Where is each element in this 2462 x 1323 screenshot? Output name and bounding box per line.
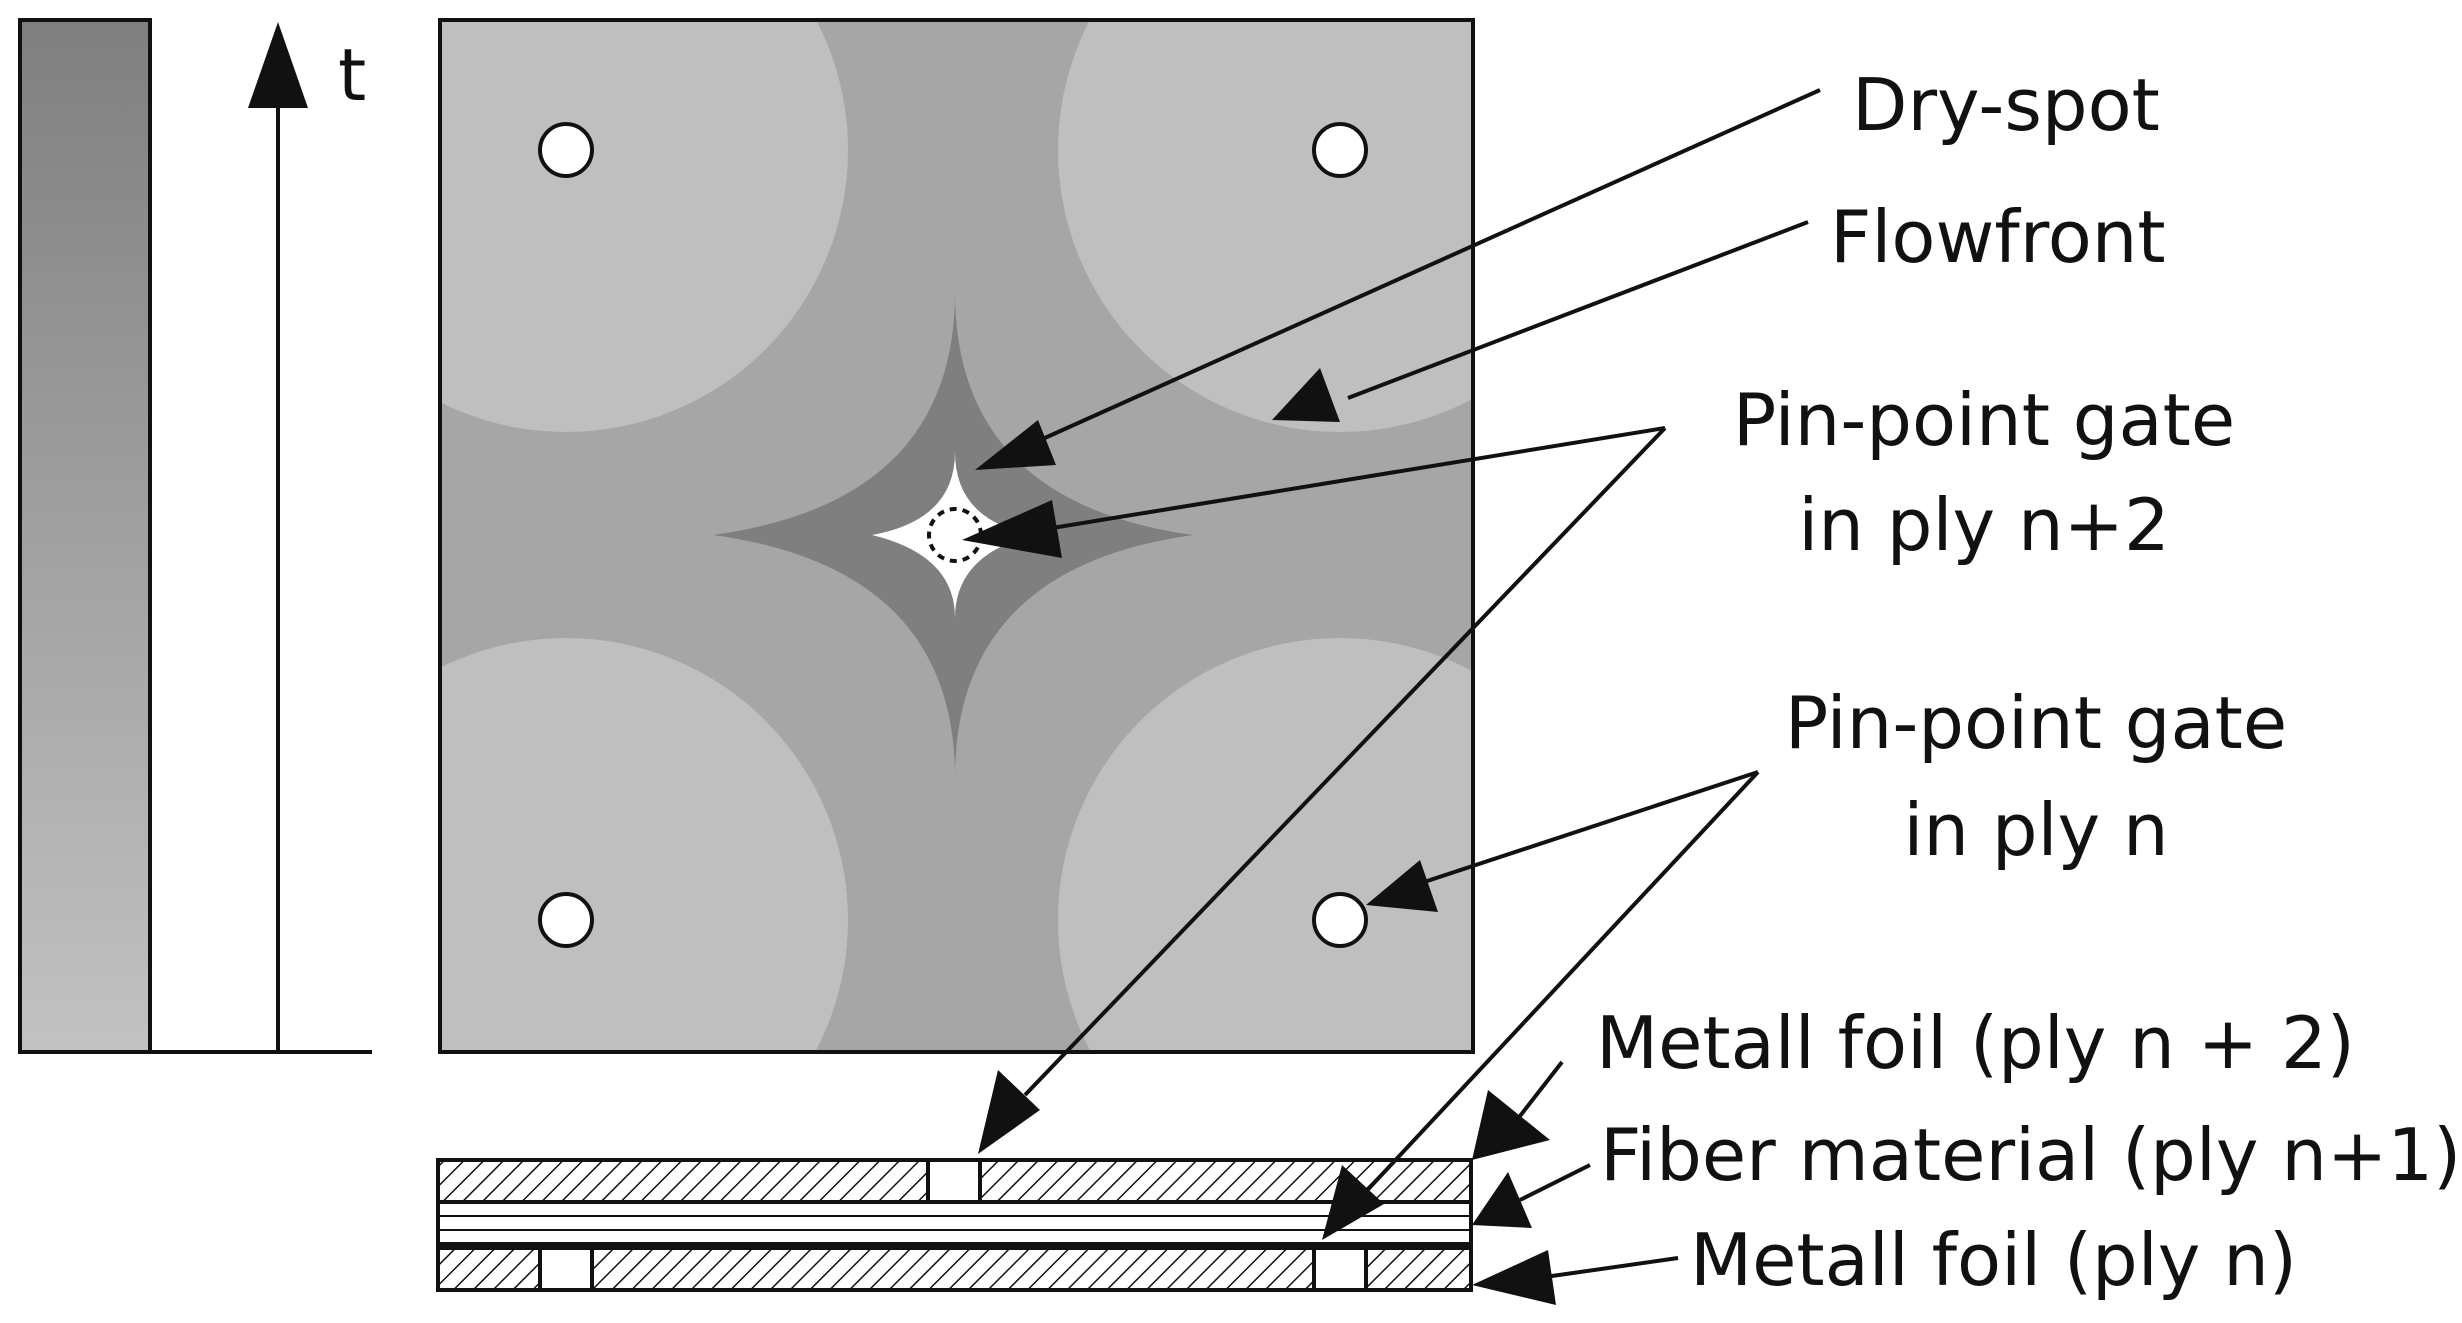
gate-ply-n-marker-top-left <box>538 122 594 178</box>
foil-top-leader <box>1518 1060 1564 1118</box>
flow-stage-regions <box>440 20 1473 1052</box>
fiber-material-layer <box>436 1200 1473 1246</box>
gate-n-stack-arrowhead-icon <box>1322 1165 1384 1240</box>
gate-n2-leader-to-stack <box>1023 426 1667 1097</box>
gate-n-leader-to-plate <box>1414 770 1759 887</box>
layer-stack <box>436 1158 1473 1292</box>
fiber-arrowhead-icon <box>1472 1172 1532 1228</box>
dry-spot-region <box>872 452 1033 618</box>
time-axis-label: t <box>338 33 366 117</box>
dry-spot-arrowhead-icon <box>975 420 1056 470</box>
label-gate-n-line2: in ply n <box>1903 788 2168 872</box>
label-gate-n2-line1: Pin-point gate <box>1733 378 2235 462</box>
time-axis-arrowhead-icon <box>248 22 308 108</box>
flow-region-top-right <box>1058 20 1473 432</box>
flow-region-top-left <box>440 20 848 432</box>
labels: Dry-spot Flowfront Pin-point gate in ply… <box>1596 63 2461 1302</box>
gate-ply-n-marker-bottom-left <box>538 892 594 948</box>
gate-opening-ply-n2 <box>926 1158 982 1204</box>
foil-bottom-leader <box>1537 1256 1679 1280</box>
foil-top-arrowhead-icon <box>1472 1090 1550 1160</box>
gate-n-plate-arrowhead-icon <box>1366 860 1438 912</box>
label-flowfront: Flowfront <box>1830 195 2166 279</box>
gate-n-leader-to-stack <box>1358 770 1760 1200</box>
gate-ply-n-marker-bottom-right <box>1312 892 1368 948</box>
plate-outline <box>438 18 1475 1054</box>
flowfront-leader <box>1347 220 1809 400</box>
label-gate-n2-line2: in ply n+2 <box>1798 483 2170 567</box>
gate-n2-leader-to-plate <box>1039 426 1666 532</box>
label-foil-bottom: Metall foil (ply n) <box>1690 1218 2297 1302</box>
gate-ply-n-marker-top-right <box>1312 122 1368 178</box>
metal-foil-bottom-layer <box>436 1246 1473 1292</box>
flow-region-bottom-left <box>440 638 848 1052</box>
gate-opening-ply-n-left <box>538 1246 594 1292</box>
label-dry-spot: Dry-spot <box>1852 63 2160 147</box>
time-axis: t <box>20 22 372 1054</box>
label-gate-n-line1: Pin-point gate <box>1785 681 2287 765</box>
gate-opening-ply-n-right <box>1312 1246 1368 1292</box>
label-fiber: Fiber material (ply n+1) <box>1600 1113 2461 1197</box>
plate-top-view <box>438 18 1475 1054</box>
dry-spot-leader <box>1017 88 1821 452</box>
gate-n2-plate-arrowhead-icon <box>962 500 1062 558</box>
foil-bottom-arrowhead-icon <box>1472 1250 1556 1305</box>
gate-n2-stack-arrowhead-icon <box>978 1070 1040 1154</box>
fiber-leader <box>1519 1163 1591 1202</box>
callouts <box>962 88 1821 1305</box>
flowfront-arrowhead-icon <box>1272 368 1340 422</box>
label-foil-top: Metall foil (ply n + 2) <box>1596 1001 2355 1085</box>
time-gradient-bar <box>18 18 152 1054</box>
